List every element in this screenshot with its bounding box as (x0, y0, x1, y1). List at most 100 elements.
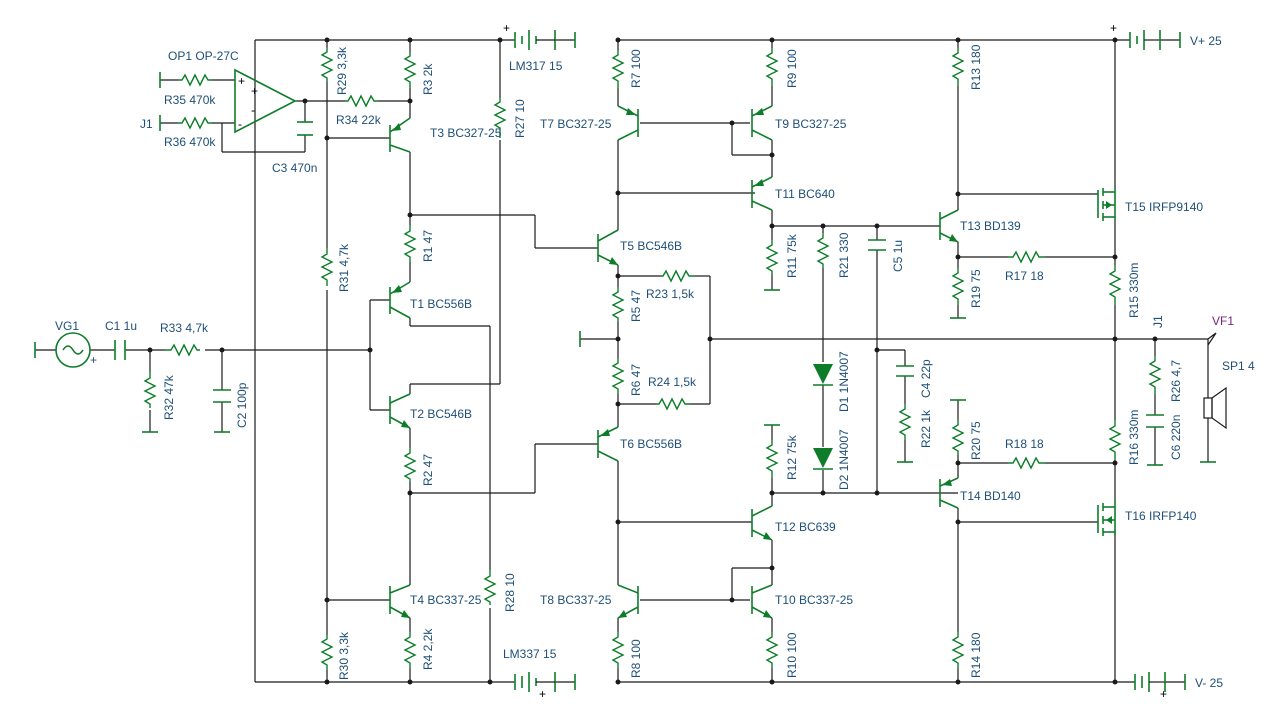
label-c2: C2 100p (235, 382, 249, 428)
junctions (147, 37, 1158, 685)
label-r9: R9 100 (785, 49, 799, 88)
label-t12: T12 BC639 (775, 520, 836, 534)
r8-resistor (611, 632, 625, 668)
t3-transistor (389, 117, 411, 153)
vminus-plus: + (1160, 687, 1167, 701)
label-t5: T5 BC546B (620, 239, 682, 253)
label-r3: R3 2k (421, 63, 435, 95)
label-r26: R26 4,7 (1169, 360, 1183, 402)
label-t15: T15 IRFP9140 (1125, 200, 1203, 214)
r9-resistor (765, 48, 779, 86)
label-r1: R1 47 (421, 230, 435, 262)
r7-resistor (611, 50, 625, 88)
label-lm317: LM317 15 (509, 59, 563, 73)
label-r36: R36 470k (164, 135, 216, 149)
r36-resistor (178, 116, 212, 130)
sp1-speaker (1203, 332, 1227, 430)
label-c3: C3 470n (272, 161, 317, 175)
lm317-battery (514, 30, 576, 50)
label-t7: T7 BC327-25 (540, 117, 612, 131)
r16-resistor (1108, 420, 1122, 460)
label-lm337: LM337 15 (503, 647, 557, 661)
opamp-plus-pin: + (238, 74, 245, 88)
r32-resistor (143, 372, 157, 408)
label-r19: R19 75 (969, 269, 983, 308)
label-r34: R34 22k (336, 113, 382, 127)
r26-resistor (1148, 356, 1162, 395)
label-r22: R22 1k (919, 409, 933, 448)
lm337-battery (514, 672, 576, 692)
label-r17: R17 18 (1005, 269, 1044, 283)
label-vf1: VF1 (1212, 314, 1234, 328)
t13-transistor (939, 209, 959, 243)
label-r15: R15 330m (1127, 263, 1141, 318)
t9-transistor (751, 105, 773, 141)
t7-transistor (617, 105, 639, 141)
label-r13: R13 180 (969, 44, 983, 90)
label-r16: R16 330m (1127, 410, 1141, 465)
label-r4: R4 2,2k (421, 628, 435, 670)
t11-transistor (751, 176, 773, 211)
label-r32: R32 47k (162, 374, 176, 420)
label-c4: C4 22p (919, 359, 933, 398)
t5-transistor (597, 229, 619, 266)
label-r11: R11 75k (785, 233, 799, 278)
r27-resistor (493, 98, 507, 138)
r11-resistor (765, 240, 779, 275)
lm337-plus: + (539, 687, 546, 701)
component-labels: OP1 OP-27C R35 470k R36 470k J1 R34 22k … (55, 21, 1255, 701)
label-r21: R21 330 (837, 232, 851, 278)
label-r31: R31 4,7k (337, 243, 351, 292)
label-r24: R24 1,5k (648, 375, 697, 389)
r13-resistor (951, 48, 965, 86)
label-r35: R35 470k (164, 93, 216, 107)
t12-transistor (751, 505, 773, 541)
t6-transistor (597, 426, 619, 462)
label-sp1: SP1 4 (1222, 359, 1255, 373)
capacitors (114, 121, 1164, 428)
r10-resistor (765, 632, 779, 668)
r24-resistor (656, 397, 690, 411)
r23-resistor (660, 269, 694, 283)
label-r6: R6 47 (629, 364, 643, 396)
r28-resistor (483, 570, 497, 605)
label-t13: T13 BD139 (960, 219, 1021, 233)
label-j1-in: J1 (140, 117, 153, 131)
label-r14: R14 180 (969, 632, 983, 678)
r30-resistor (320, 635, 334, 670)
vg1-plus: + (90, 353, 97, 367)
r14-resistor (951, 632, 965, 668)
label-t3: T3 BC327-25 (430, 126, 502, 140)
label-t9: T9 BC327-25 (775, 117, 847, 131)
label-vminus: V- 25 (1195, 676, 1223, 690)
label-t4: T4 BC337-25 (410, 593, 482, 607)
label-t14: T14 BD140 (960, 489, 1021, 503)
label-r10: R10 100 (785, 632, 799, 678)
r1-resistor (403, 225, 417, 262)
t2-transistor (389, 393, 411, 429)
transistors (389, 105, 1116, 619)
label-j1-out: J1 (1151, 315, 1165, 328)
label-t1: T1 BC556B (410, 297, 472, 311)
r6-resistor (611, 358, 625, 394)
label-vplus: V+ 25 (1190, 34, 1222, 48)
r15-resistor (1108, 265, 1122, 305)
r35-resistor (178, 73, 212, 87)
r21-resistor (816, 233, 830, 268)
t8-transistor (617, 584, 639, 619)
r17-resistor (1008, 250, 1045, 264)
r33-resistor (165, 343, 200, 357)
t4-transistor (389, 584, 411, 619)
label-r29: R29 3,3k (335, 46, 349, 95)
label-r7: R7 100 (629, 49, 643, 88)
r4-resistor (403, 632, 417, 668)
label-op1: OP1 OP-27C (168, 49, 239, 63)
label-c1: C1 1u (105, 319, 137, 333)
t14-transistor (939, 477, 959, 509)
label-t11: T11 BC640 (775, 187, 835, 201)
r19-resistor (951, 268, 965, 305)
label-r8: R8 100 (629, 639, 643, 678)
label-r30: R30 3,3k (337, 631, 351, 680)
t10-transistor (751, 584, 773, 619)
